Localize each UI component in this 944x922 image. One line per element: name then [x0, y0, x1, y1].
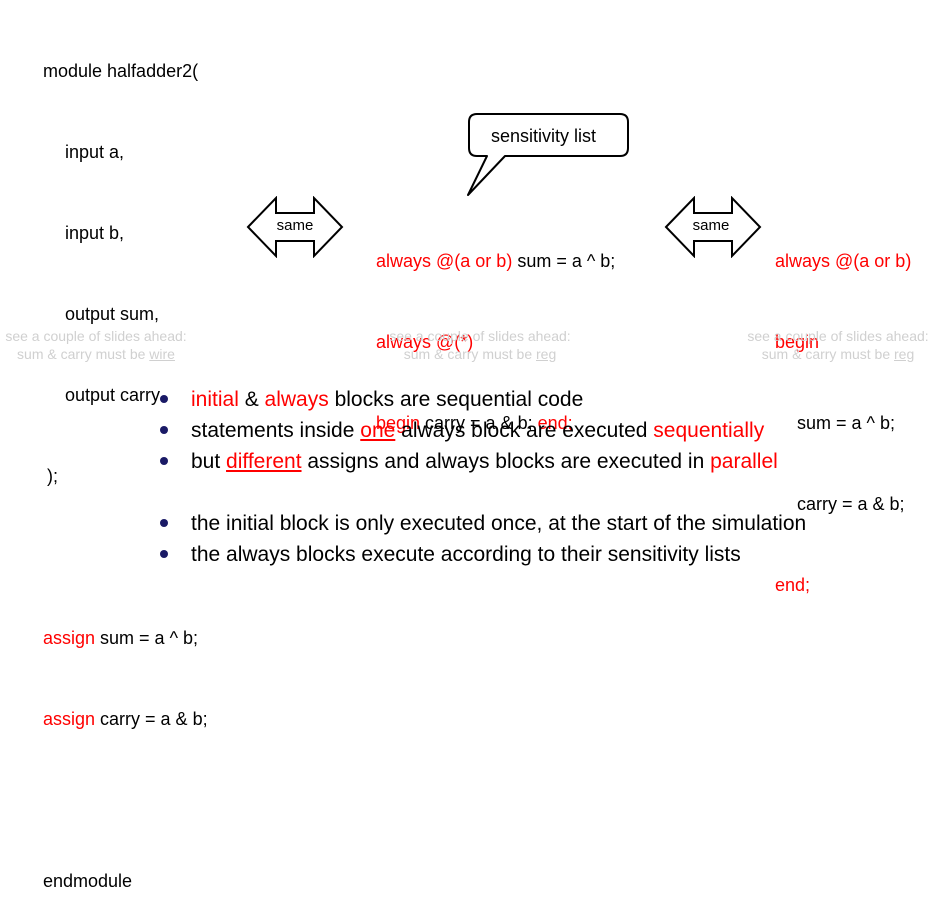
begin-keyword: begin: [376, 413, 421, 433]
double-arrow-left-icon: [246, 196, 344, 258]
port-sum: output sum,: [65, 304, 160, 324]
bullet-dot-icon: [160, 426, 168, 434]
note-left: see a couple of slides ahead: sum & carr…: [5, 328, 187, 362]
right-code-block: always @(a or b) begin sum = a ^ b; carr…: [775, 194, 911, 626]
sum-line: sum = a ^ b;: [797, 413, 895, 433]
same-label-right: same: [692, 217, 730, 234]
middle-code-block: always @(a or b) sum = a ^ b; always @(*…: [376, 194, 615, 464]
module-header: module halfadder2(: [43, 61, 199, 81]
port-b: input b,: [65, 223, 125, 243]
always-sum-expr: sum = a ^ b;: [512, 251, 616, 271]
assign-carry: assign carry = a & b;: [43, 706, 208, 733]
carry-expr: carry = a & b;: [420, 413, 538, 433]
assign-carry-expr: carry = a & b;: [95, 709, 208, 729]
note-middle: see a couple of slides ahead: sum & carr…: [389, 328, 571, 362]
always-line: always @(a or b): [775, 251, 912, 271]
left-code-block: module halfadder2( input a, input b, out…: [43, 4, 208, 922]
port-carry: output carry: [65, 385, 161, 405]
assign-keyword: assign: [43, 709, 96, 729]
assign-sum: assign sum = a ^ b;: [43, 625, 208, 652]
end-keyword: end;: [537, 413, 573, 433]
assign-sum-expr: sum = a ^ b;: [95, 628, 199, 648]
module-close: );: [47, 466, 58, 486]
begin-line: begin: [775, 332, 820, 352]
bullet-dot-icon: [160, 519, 168, 527]
endmodule: endmodule: [43, 871, 133, 891]
same-label-left: same: [276, 217, 314, 234]
double-arrow-right-icon: [664, 196, 762, 258]
begin-carry-line: begin carry = a & b; end;: [376, 410, 615, 437]
end-line: end;: [775, 575, 811, 595]
port-a: input a,: [65, 142, 125, 162]
always-keyword: always @(a or b): [376, 251, 513, 271]
bullet-dot-icon: [160, 457, 168, 465]
assign-keyword: assign: [43, 628, 96, 648]
callout-bubble-icon: [467, 113, 629, 196]
bullet-dot-icon: [160, 550, 168, 558]
always-sum-line: always @(a or b) sum = a ^ b;: [376, 248, 615, 275]
always-star-line: always @(*): [376, 332, 474, 352]
bullet-dot-icon: [160, 395, 168, 403]
callout-text: sensitivity list: [491, 126, 597, 146]
carry-line: carry = a & b;: [797, 494, 905, 514]
note-right: see a couple of slides ahead: sum & carr…: [747, 328, 929, 362]
